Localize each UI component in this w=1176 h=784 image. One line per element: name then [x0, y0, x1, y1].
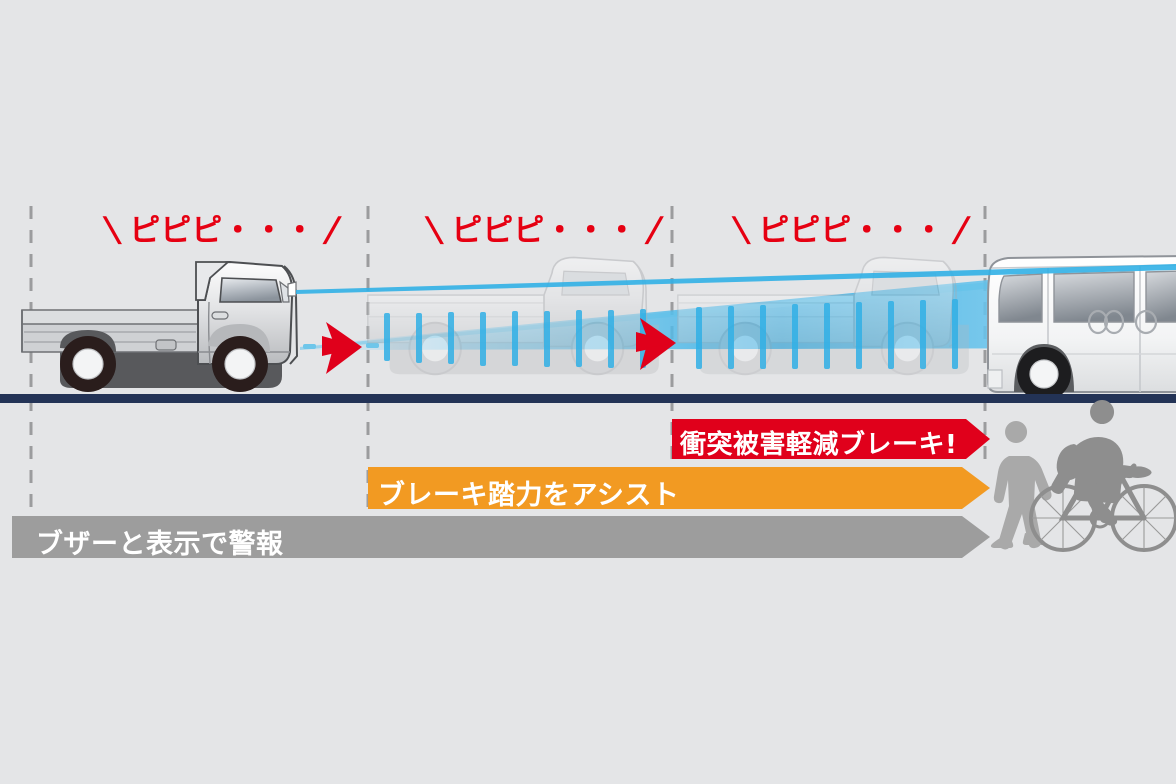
beep-label-3: \ ピピピ・・・ /	[730, 205, 972, 250]
lead-van	[987, 255, 1176, 401]
beep-label-1: \ ピピピ・・・ /	[101, 205, 343, 250]
warning-bar	[12, 516, 990, 558]
beep-text-1: ピピピ・・・	[129, 213, 316, 249]
beam-origin	[296, 264, 1176, 294]
brake-bar	[672, 419, 990, 459]
warning-bar-label: ブザーと表示で警報	[36, 529, 284, 560]
beep-text-3: ピピピ・・・	[758, 213, 945, 249]
impact-burst-2	[636, 318, 676, 370]
ghost-truck-1	[367, 256, 659, 376]
beep-text-2: ピピピ・・・	[451, 213, 638, 249]
assist-bar-label: ブレーキ踏力をアシスト	[378, 480, 680, 511]
ego-truck	[21, 260, 299, 392]
brake-bar-label: 衝突被害軽減ブレーキ!	[680, 430, 958, 460]
assist-bar	[368, 467, 990, 509]
impact-burst-1	[322, 322, 362, 374]
road-surface-line	[0, 394, 1176, 403]
cyclist	[1029, 400, 1176, 552]
beep-label-2: \ ピピピ・・・ /	[423, 205, 665, 250]
pedestrian-walker	[990, 421, 1052, 550]
